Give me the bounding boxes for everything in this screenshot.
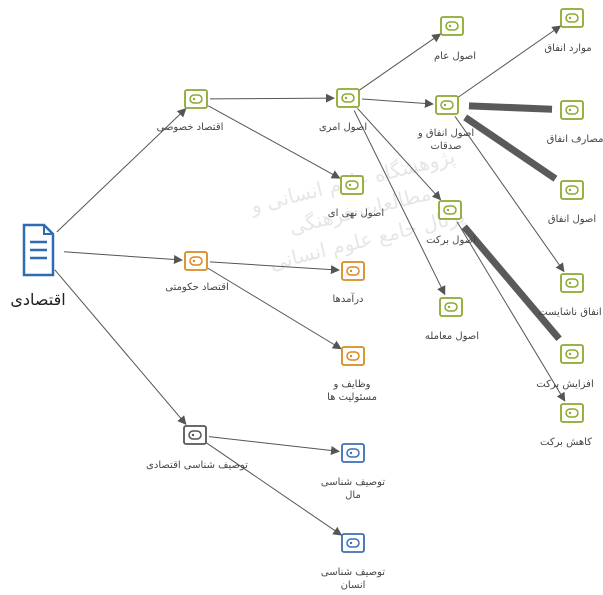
node-osool-moamele-label: اصول معامله <box>425 330 479 343</box>
node-osool-barakat-icon[interactable] <box>438 200 462 220</box>
node-osool-amri-icon[interactable] <box>336 88 360 108</box>
node-tosif-eqtesadi-icon[interactable] <box>183 425 207 445</box>
edge-osool-enfagh-to-mavared-enfagh <box>458 25 562 98</box>
node-label-line: اصول معامله <box>424 331 480 342</box>
node-label-line: مسئولیت ها <box>327 392 377 403</box>
node-tosif-ensan-icon[interactable] <box>341 533 365 553</box>
edge-osool-amri-to-osool-am <box>359 33 442 91</box>
node-label-line: اقتصاد حکومتی <box>165 282 229 293</box>
node-label-line: اصول امری <box>318 122 368 133</box>
node-label-line: کاهش برکت <box>540 437 592 448</box>
node-osool-am-icon[interactable] <box>440 16 464 36</box>
node-label-line: انسان <box>340 580 366 591</box>
edge-tosif-eqtesadi-to-tosif-mal <box>208 436 340 455</box>
node-label-line: اصول برکت <box>426 235 476 246</box>
node-label-line: توصیف شناسی <box>320 567 386 578</box>
node-osool-enfagh2-icon[interactable] <box>560 180 584 200</box>
node-vazayef-icon[interactable] <box>341 346 365 366</box>
node-label-line: اصول انفاق و <box>417 128 475 139</box>
node-label-line: موارد انفاق <box>544 43 592 54</box>
node-enfagh-nashayest-icon[interactable] <box>560 273 584 293</box>
edge-osool-barakat-to-kahesh-barakat <box>456 221 566 402</box>
node-masaref-enfagh-icon[interactable] <box>560 100 584 120</box>
node-daramadha-icon[interactable] <box>341 261 365 281</box>
node-tosif-ensan-label: توصیف شناسی انسان <box>321 566 385 592</box>
node-afzayesh-barakat-label: افزایش برکت <box>536 378 593 391</box>
edge-osool-enfagh-to-enfagh-nashayest <box>454 116 565 273</box>
node-eqtesad-khosoosi-label: اقتصاد خصوصی <box>157 121 224 134</box>
node-vazayef-label: وظایف و مسئولیت ها <box>327 378 377 404</box>
node-enfagh-nashayest-label: انفاق ناشایست <box>538 306 601 319</box>
node-osool-moamele-icon[interactable] <box>439 297 463 317</box>
node-daramadha-label: درآمدها <box>333 293 364 306</box>
node-label-line: اصول نهی ای <box>327 208 385 219</box>
bold-edge-osool-barakat-to-afzayesh-barakat <box>461 224 562 342</box>
node-label-line: صدقات <box>430 141 462 152</box>
bold-edge-osool-enfagh-to-masaref-enfagh <box>468 102 553 113</box>
node-osool-barakat-label: اصول برکت <box>426 234 476 247</box>
node-kahesh-barakat-label: کاهش برکت <box>540 436 592 449</box>
node-mavared-enfagh-label: موارد انفاق <box>544 42 591 55</box>
node-label-line: اصول عام <box>433 51 477 62</box>
node-label-line: اصول انفاق <box>547 214 597 225</box>
edge-osool-amri-to-osool-enfagh <box>361 98 434 108</box>
node-label-line: انفاق ناشایست <box>538 307 602 318</box>
node-mavared-enfagh-icon[interactable] <box>560 8 584 28</box>
edge-osool-amri-to-osool-moamele <box>353 110 446 296</box>
node-osool-nahi-icon[interactable] <box>340 175 364 195</box>
node-label-line: توصیف شناسی اقتصادی <box>146 460 248 471</box>
root-node-label: اقتصادی <box>10 290 66 309</box>
edge-eqtesad-khosoosi-to-osool-amri <box>209 93 335 103</box>
edge-eqtesad-hokoomati-to-vazayef <box>207 267 342 350</box>
node-label-line: درآمدها <box>332 294 364 305</box>
edge-root-to-eqtesad-khosoosi <box>56 108 187 233</box>
node-label-line: افزایش برکت <box>536 379 594 390</box>
node-osool-amri-label: اصول امری <box>319 121 367 134</box>
node-eqtesad-hokoomati-icon[interactable] <box>184 251 208 271</box>
node-osool-enfagh2-label: اصول انفاق <box>548 213 596 226</box>
node-label-line: اقتصاد خصوصی <box>156 122 224 133</box>
node-osool-nahi-label: اصول نهی ای <box>328 207 384 220</box>
node-osool-enfagh-icon[interactable] <box>435 95 459 115</box>
edge-osool-amri-to-osool-barakat <box>357 108 442 201</box>
node-tosif-eqtesadi-label: توصیف شناسی اقتصادی <box>146 459 248 472</box>
bold-edge-osool-enfagh-to-osool-enfagh2 <box>463 114 558 182</box>
edge-eqtesad-hokoomati-to-daramadha <box>209 261 340 275</box>
node-label-line: مصارف انفاق <box>546 134 603 145</box>
node-label-line: توصیف شناسی <box>320 477 386 488</box>
node-label-line: وظایف و <box>333 379 371 390</box>
node-masaref-enfagh-label: مصارف انفاق <box>547 133 603 146</box>
node-label-line: مال <box>345 490 361 501</box>
node-tosif-mal-label: توصیف شناسی مال <box>321 476 385 502</box>
edge-eqtesad-khosoosi-to-osool-nahi <box>208 105 341 179</box>
edge-root-to-tosif-eqtesadi <box>54 269 187 426</box>
node-afzayesh-barakat-icon[interactable] <box>560 344 584 364</box>
node-eqtesad-hokoomati-label: اقتصاد حکومتی <box>165 281 229 294</box>
node-tosif-mal-icon[interactable] <box>341 443 365 463</box>
node-osool-am-label: اصول عام <box>434 50 476 63</box>
edge-root-to-eqtesad-hokoomati <box>63 251 183 264</box>
edge-tosif-eqtesadi-to-tosif-ensan <box>206 442 343 536</box>
node-kahesh-barakat-icon[interactable] <box>560 403 584 423</box>
node-eqtesad-khosoosi-icon[interactable] <box>184 89 208 109</box>
document-icon[interactable] <box>22 223 55 277</box>
node-osool-enfagh-label: اصول انفاق و صدقات <box>418 127 474 153</box>
